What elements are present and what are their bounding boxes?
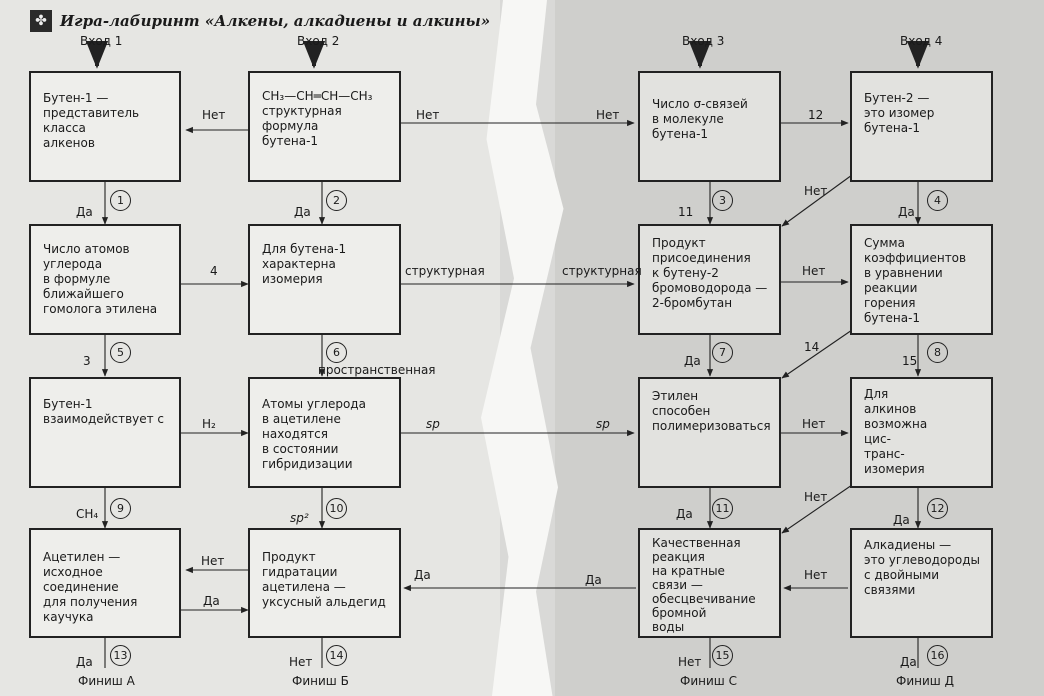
arrow-label: Нет <box>804 490 828 504</box>
arrow-label: Да <box>585 573 602 587</box>
arrow-label: sp² <box>290 511 309 525</box>
arrow-label: Нет <box>201 554 225 568</box>
box-9: Бутен-1 взаимодействует с <box>29 377 181 488</box>
box-16: Алкадиены — это углеводороды с двойными … <box>850 528 993 638</box>
entry-2-label: Вход 2 <box>297 34 340 48</box>
box-12: Для алкинов возможна цис- транс- изомери… <box>850 377 993 488</box>
step-number: 4 <box>927 190 948 211</box>
arrow-label: Да <box>76 655 93 669</box>
arrow-label: Нет <box>416 108 440 122</box>
arrow-label: CH₄ <box>76 507 99 521</box>
step-number: 8 <box>927 342 948 363</box>
step-number: 5 <box>110 342 131 363</box>
arrow-label: Да <box>76 205 93 219</box>
finish-c-label: Финиш С <box>680 674 737 688</box>
arrow-label: 15 <box>902 354 918 368</box>
finish-d-label: Финиш Д <box>896 674 954 688</box>
box-13: Ацетилен — исходное соединение для получ… <box>29 528 181 638</box>
box-8: Сумма коэффициентов в уравнении реакции … <box>850 224 993 335</box>
arrow-label: Да <box>684 354 701 368</box>
page-title: Игра-лабиринт «Алкены, алкадиены и алкин… <box>60 12 491 30</box>
step-number: 16 <box>927 645 948 666</box>
arrow-label: Да <box>203 594 220 608</box>
box-15: Качественная реакция на кратные связи — … <box>638 528 781 638</box>
arrow-label: Нет <box>596 108 620 122</box>
arrow-label: 4 <box>210 264 218 278</box>
step-number: 10 <box>326 498 347 519</box>
finish-a-label: Финиш А <box>78 674 135 688</box>
header: ✤ Игра-лабиринт «Алкены, алкадиены и алк… <box>30 10 490 32</box>
entry-1-label: Вход 1 <box>80 34 123 48</box>
step-number: 7 <box>712 342 733 363</box>
arrow-label: Да <box>414 568 431 582</box>
step-number: 12 <box>927 498 948 519</box>
step-number: 6 <box>326 342 347 363</box>
arrow-label: Нет <box>202 108 226 122</box>
arrow-label: структурная <box>405 264 485 278</box>
box-14: Продукт гидратации ацетилена — уксусный … <box>248 528 401 638</box>
arrow-label: 14 <box>804 340 820 354</box>
step-number: 1 <box>110 190 131 211</box>
step-number: 9 <box>110 498 131 519</box>
arrow-label: Нет <box>289 655 313 669</box>
arrow-label: sp <box>426 417 440 431</box>
box-3: Число σ-связей в молекуле бутена-1 <box>638 71 781 182</box>
step-number: 11 <box>712 498 733 519</box>
box-11: Этилен способен полимеризоваться <box>638 377 781 488</box>
step-number: 15 <box>712 645 733 666</box>
arrow-label: Нет <box>802 264 826 278</box>
box-10: Атомы углерода в ацетилене находятся в с… <box>248 377 401 488</box>
step-number: 14 <box>326 645 347 666</box>
arrow-label: Да <box>900 655 917 669</box>
box-7: Продукт присоединения к бутену-2 бромово… <box>638 224 781 335</box>
box-1: Бутен-1 — представитель класса алкенов <box>29 71 181 182</box>
arrow-label: Да <box>676 507 693 521</box>
box-6: Для бутена-1 характерна изомерия <box>248 224 401 335</box>
arrow-label: пространственная <box>318 363 436 377</box>
arrow-label: sp <box>596 417 610 431</box>
step-number: 13 <box>110 645 131 666</box>
arrow-label: Да <box>294 205 311 219</box>
box-2: CH₃—CH═CH—CH₃ структурная формула бутена… <box>248 71 401 182</box>
step-number: 2 <box>326 190 347 211</box>
entry-3-label: Вход 3 <box>682 34 725 48</box>
arrow-label: Да <box>898 205 915 219</box>
arrow-label: Нет <box>802 417 826 431</box>
maze-icon: ✤ <box>30 10 52 32</box>
arrow-label: Нет <box>804 568 828 582</box>
arrow-label: структурная <box>562 264 642 278</box>
arrow-label: 11 <box>678 205 694 219</box>
box-5: Число атомов углерода в формуле ближайше… <box>29 224 181 335</box>
step-number: 3 <box>712 190 733 211</box>
arrow-label: Нет <box>804 184 828 198</box>
finish-b-label: Финиш Б <box>292 674 349 688</box>
box-4: Бутен-2 — это изомер бутена-1 <box>850 71 993 182</box>
entry-4-label: Вход 4 <box>900 34 943 48</box>
arrow-label: 12 <box>808 108 824 122</box>
arrow-label: 3 <box>83 354 91 368</box>
arrow-label: H₂ <box>202 417 216 431</box>
arrow-label: Да <box>893 513 910 527</box>
arrow-label: Нет <box>678 655 702 669</box>
